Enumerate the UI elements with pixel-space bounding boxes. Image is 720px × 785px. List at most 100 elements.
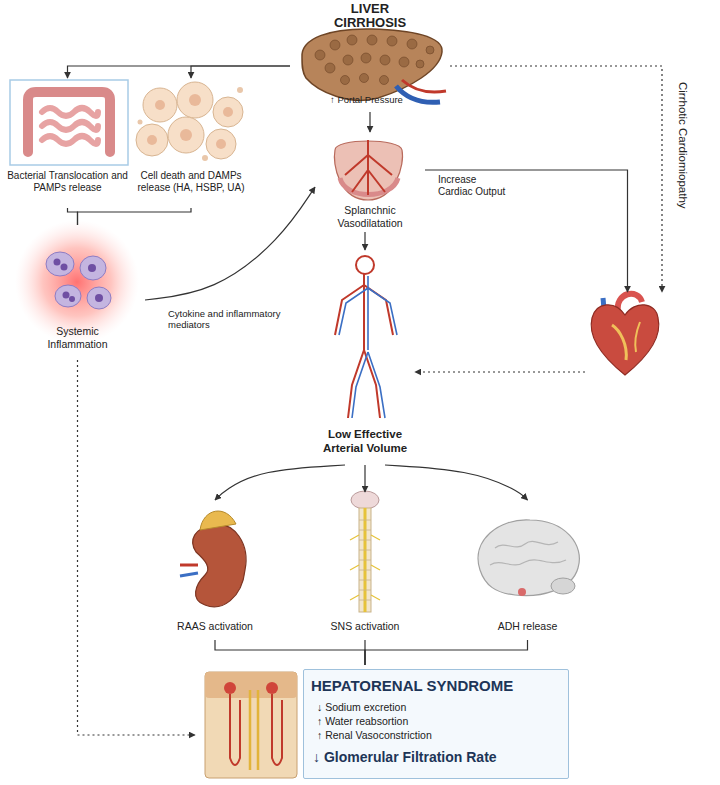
connector-arrow bbox=[68, 66, 291, 78]
liver-illustration-part bbox=[416, 60, 424, 68]
vessel-body-illustration bbox=[335, 256, 397, 418]
connector-arrow bbox=[425, 170, 628, 292]
brain-illustration-part bbox=[490, 541, 566, 565]
adh-node: ADH release bbox=[465, 500, 590, 640]
connector-arrow bbox=[364, 232, 365, 250]
cells-illustration-part bbox=[213, 97, 243, 127]
liver-illustration bbox=[302, 29, 446, 102]
inflammation-illustration-part bbox=[88, 264, 96, 272]
brain-illustration-part bbox=[551, 578, 575, 594]
edge-label: Increase Cardiac Output bbox=[438, 174, 510, 198]
spinal-cord-illustration-part bbox=[350, 535, 380, 600]
cells-illustration-part bbox=[177, 82, 213, 118]
node-label: HEPATORENAL SYNDROME bbox=[311, 677, 566, 695]
cells-illustration-part bbox=[206, 129, 236, 159]
inflammation-illustration-part bbox=[61, 264, 68, 271]
nephron-illustration-part bbox=[205, 672, 297, 778]
cell-death-node: Cell death and DAMPs release (HA, HSBP, … bbox=[132, 78, 250, 208]
splanchnic-node: Splanchnic Vasodilatation bbox=[315, 132, 425, 232]
cells-illustration-part bbox=[189, 94, 201, 106]
cells-illustration-part bbox=[237, 87, 243, 93]
adrenal-kidney-illustration-part bbox=[180, 573, 198, 576]
edge-label: Cytokine and inflammatory mediators bbox=[168, 308, 303, 331]
connector-arrow bbox=[68, 208, 78, 225]
inflammation-illustration-part bbox=[95, 294, 103, 302]
adrenal-kidney-illustration-part bbox=[200, 511, 236, 530]
node-label: RAAS activation bbox=[160, 620, 270, 633]
splanchnic-illustration bbox=[334, 140, 402, 200]
liver-illustration-part bbox=[361, 53, 371, 63]
brain-illustration bbox=[478, 520, 579, 596]
liver-illustration-part bbox=[407, 39, 417, 49]
inflammation-node: Systemic Inflammation bbox=[10, 225, 145, 360]
liver-illustration-part bbox=[330, 40, 340, 50]
liver-node: LIVER CIRRHOSIS ↑ Portal Pressure bbox=[290, 0, 450, 112]
inflammation-illustration-part bbox=[69, 296, 75, 302]
adrenal-kidney-illustration-part bbox=[193, 524, 246, 606]
connector-arrow bbox=[145, 187, 315, 300]
node-label: LIVER CIRRHOSIS bbox=[325, 2, 415, 31]
intestine-illustration-part bbox=[42, 108, 98, 116]
heart-node: Cirrhotic Cardiomiopathy bbox=[585, 292, 670, 380]
cells-illustration-part bbox=[180, 129, 192, 141]
cells-illustration-part bbox=[155, 100, 165, 110]
splanchnic-illustration-part bbox=[345, 140, 392, 195]
connector-arrow bbox=[364, 465, 365, 492]
brain-illustration-part bbox=[518, 588, 526, 596]
liver-illustration-part bbox=[341, 76, 350, 85]
cells-illustration-part bbox=[138, 120, 143, 125]
cells-illustration-part bbox=[168, 117, 204, 153]
node-text: ↑ Renal Vasoconstriction bbox=[317, 729, 562, 742]
nephron-illustration-part bbox=[266, 682, 278, 694]
syndrome-box: HEPATORENAL SYNDROME ↓ Sodium excretion ↑ … bbox=[195, 665, 575, 782]
connector-arrow bbox=[78, 208, 192, 225]
node-text: ↓ Sodium excretion bbox=[317, 701, 562, 714]
inflammation-illustration-part bbox=[55, 285, 81, 307]
node-text: ↑ Portal Pressure bbox=[330, 94, 440, 105]
nephron-illustration-part bbox=[272, 694, 282, 765]
node-label: Cell death and DAMPs release (HA, HSBP, … bbox=[132, 170, 250, 194]
liver-illustration-part bbox=[347, 35, 357, 45]
node-text: ↓ Glomerular Filtration Rate bbox=[313, 749, 563, 766]
spinal-cord-illustration bbox=[350, 491, 380, 612]
cells-illustration-part bbox=[223, 107, 233, 117]
connector-arrow bbox=[369, 112, 370, 132]
liver-illustration-part bbox=[315, 50, 325, 60]
node-label: Bacterial Translocation and PAMPs releas… bbox=[5, 170, 130, 194]
heart-illustration-part bbox=[591, 305, 659, 375]
sns-node: SNS activation bbox=[315, 492, 415, 640]
inflammation-illustration-part bbox=[80, 256, 106, 280]
nephron-illustration-part bbox=[224, 682, 236, 694]
liver-illustration-part bbox=[402, 80, 446, 92]
spinal-cord-illustration-part bbox=[359, 508, 371, 612]
node-label: ADH release bbox=[465, 620, 590, 633]
heart-illustration bbox=[591, 294, 659, 375]
adrenal-kidney-illustration bbox=[180, 511, 246, 607]
nephron-illustration bbox=[205, 672, 297, 778]
connector-arrow bbox=[385, 465, 528, 500]
connector-arrow bbox=[415, 371, 585, 372]
vessel-body-node: Low Effective Arterial Volume bbox=[315, 250, 415, 465]
vessel-body-illustration-part bbox=[335, 274, 393, 418]
nephron-illustration-part bbox=[230, 694, 240, 765]
cells-illustration-part bbox=[136, 124, 168, 156]
vessel-body-illustration-part bbox=[356, 256, 374, 274]
node-label: Low Effective Arterial Volume bbox=[315, 428, 415, 456]
heart-illustration-part bbox=[612, 325, 626, 360]
vessel-body-illustration-part bbox=[339, 276, 397, 418]
raas-node: RAAS activation bbox=[160, 500, 270, 640]
node-label: SNS activation bbox=[315, 620, 415, 633]
inflammation-illustration-part bbox=[63, 292, 70, 299]
intestine-illustration bbox=[10, 80, 128, 165]
nephron-illustration-part bbox=[250, 690, 258, 770]
inflammation-illustration-part bbox=[46, 252, 74, 276]
liver-illustration-part bbox=[367, 35, 377, 45]
intestine-illustration-part bbox=[42, 122, 98, 130]
spinal-cord-illustration-part bbox=[351, 491, 379, 509]
intestine-illustration-part bbox=[42, 136, 98, 144]
adrenal-kidney-illustration-part bbox=[180, 564, 198, 567]
